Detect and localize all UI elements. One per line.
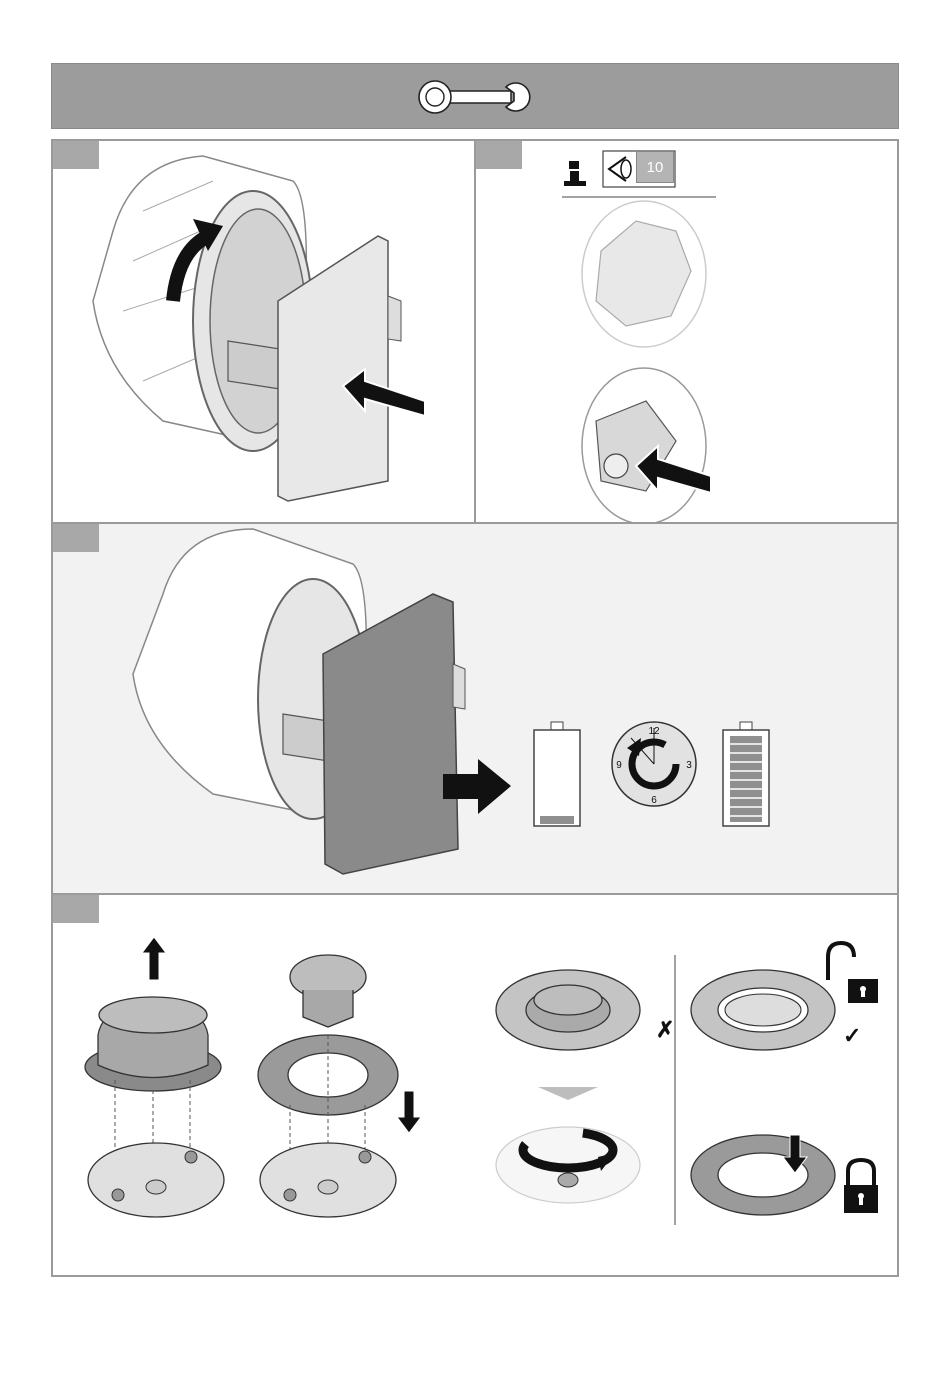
- step-3-illustration: 12 3 6 9: [53, 524, 899, 895]
- clock-label-12: 12: [648, 726, 660, 737]
- step-3-panel: 12 3 6 9: [51, 522, 899, 895]
- battery-full-icon: [723, 722, 769, 826]
- wrench-icon: [52, 64, 900, 130]
- step-2-panel: 10: [474, 139, 899, 524]
- ring-incorrect: [496, 970, 640, 1050]
- down-arrow-icon: [397, 1091, 421, 1133]
- header-bar: [51, 63, 899, 129]
- info-number-badge: 10: [636, 151, 674, 183]
- up-arrow-icon: [142, 937, 166, 980]
- trim-ring: [258, 1035, 398, 1115]
- center-cap: [290, 955, 366, 1027]
- step-1-panel: [51, 139, 476, 524]
- ring-correct: [691, 970, 835, 1050]
- step-2-illustration: [476, 141, 899, 524]
- step-4-illustration: ✗ ✓: [53, 895, 899, 1277]
- battery-empty-icon: [534, 722, 580, 826]
- clock-label-3: 3: [686, 760, 692, 771]
- step-1-illustration: [53, 141, 476, 524]
- step-4-panel: ✗ ✓: [51, 893, 899, 1277]
- unlocked-padlock-icon: [828, 943, 878, 1003]
- ring-locked: [691, 1135, 835, 1215]
- clock-dial-icon: 12 3 6 9: [612, 722, 696, 806]
- check-mark-icon: ✓: [843, 1023, 861, 1048]
- cross-mark-icon: ✗: [656, 1017, 674, 1042]
- drive-knob: [85, 997, 221, 1091]
- clock-label-6: 6: [651, 795, 657, 806]
- rotate-ring-icon: [496, 1127, 640, 1203]
- clock-label-9: 9: [616, 760, 622, 771]
- locked-padlock-icon: [844, 1160, 878, 1213]
- info-icon: [564, 161, 586, 186]
